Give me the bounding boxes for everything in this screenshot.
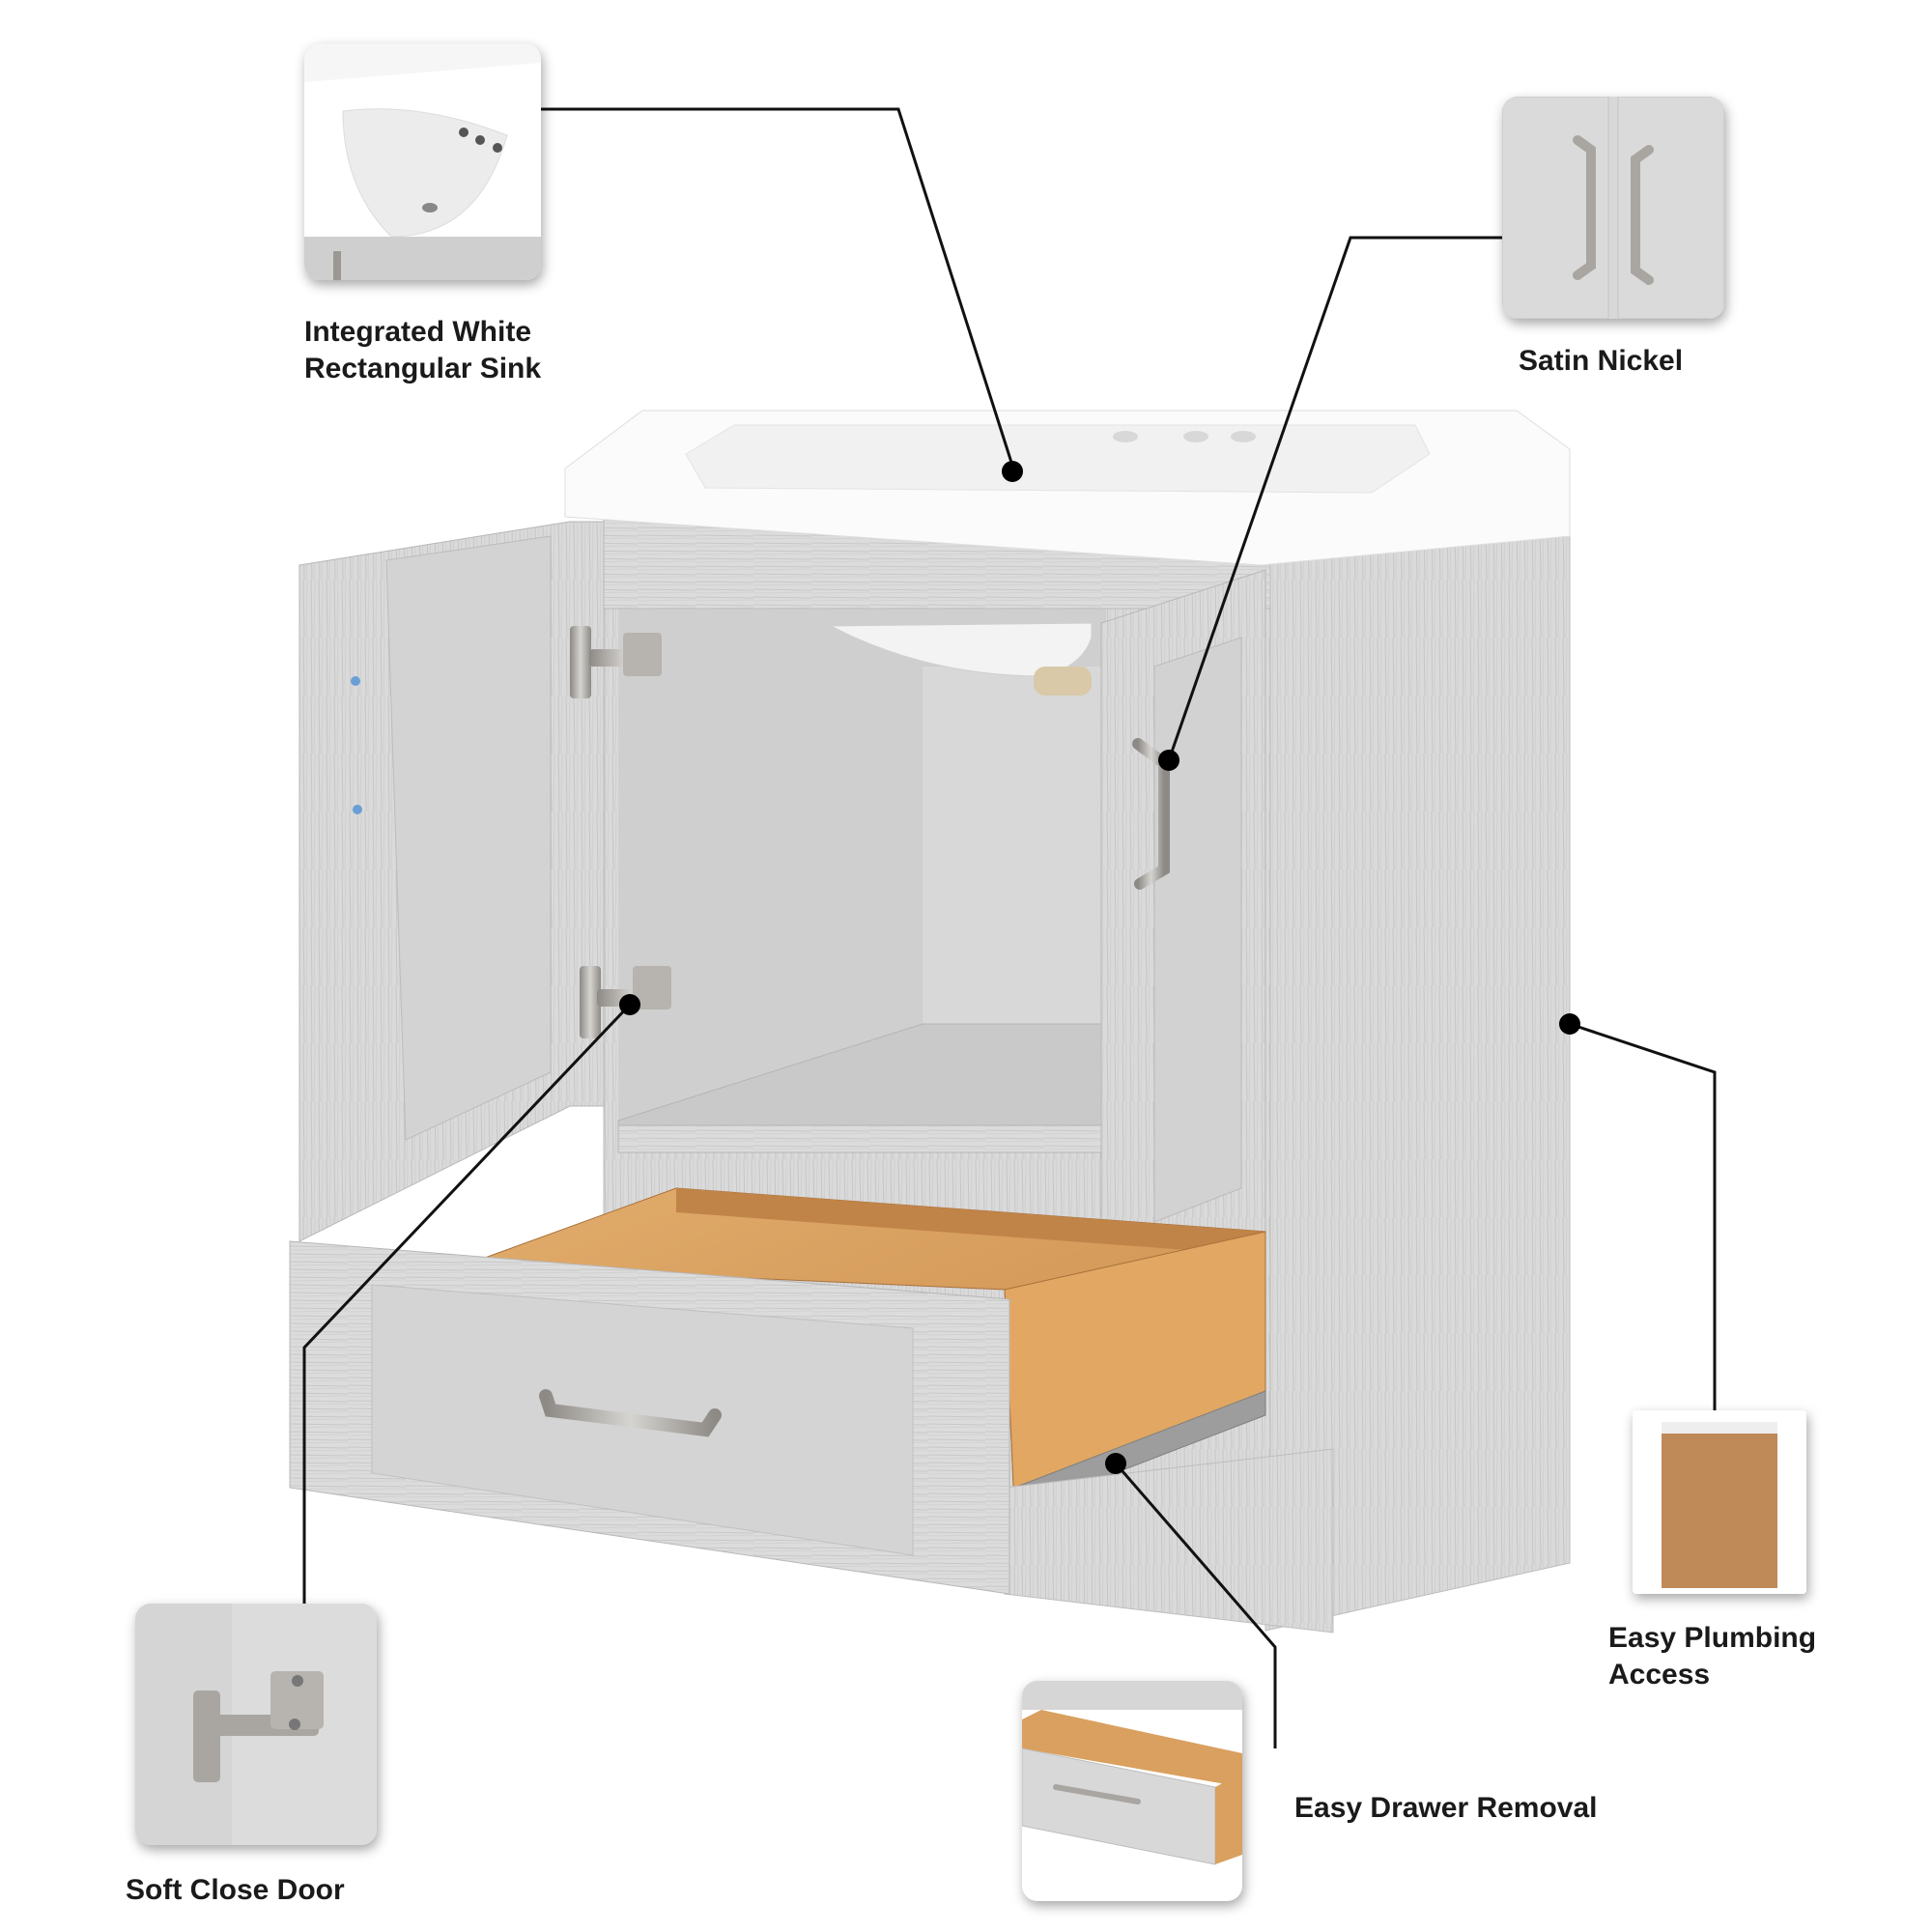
plumbing-label: Easy Plumbing Access <box>1608 1622 1817 1690</box>
hinge-label: Soft Close Door <box>126 1874 345 1906</box>
sink-label: Integrated White Rectangular Sink <box>304 316 542 384</box>
hardware-thumbnail <box>1502 97 1724 319</box>
drawer-photo-icon <box>1022 1681 1242 1901</box>
pulls-photo-icon <box>1502 97 1724 319</box>
plumbing-thumbnail <box>1633 1410 1806 1594</box>
door-pull <box>1132 738 1170 890</box>
drawer-thumbnail <box>1022 1681 1242 1901</box>
sink-thumbnail <box>304 43 541 280</box>
drawer-label: Easy Drawer Removal <box>1294 1792 1598 1824</box>
callout-dots <box>619 461 1580 1474</box>
hardware-label: Satin Nickel <box>1519 345 1684 377</box>
sink-photo-icon <box>304 43 541 280</box>
sink-bowl-underside <box>830 622 1093 677</box>
back-panel-photo-icon <box>1633 1410 1806 1594</box>
hinge-photo-icon <box>135 1604 377 1845</box>
hinge-upper <box>570 626 662 698</box>
leader-lines <box>302 107 1717 1748</box>
hinge-thumbnail <box>135 1604 377 1845</box>
drawer-pull <box>539 1389 722 1437</box>
